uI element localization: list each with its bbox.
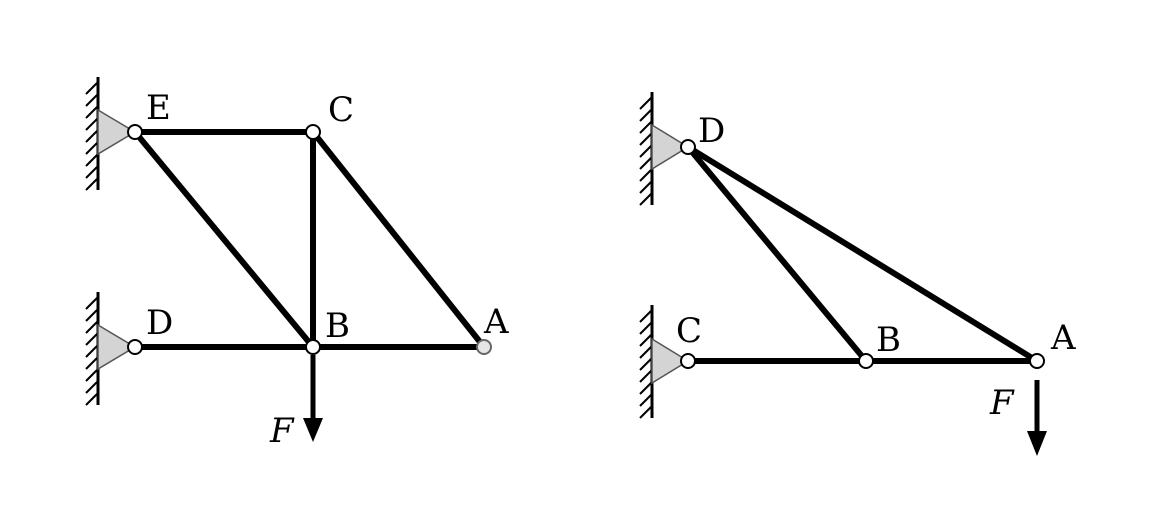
truss-left: E C D B A F [85, 77, 509, 451]
joint-d-right [680, 139, 696, 155]
load-arrow-right [1027, 380, 1047, 456]
label-b: B [325, 306, 350, 346]
wall-support-e [85, 77, 137, 191]
label-f-right: F [989, 383, 1015, 423]
joint-e [127, 124, 143, 140]
joint-a-right [1029, 353, 1045, 369]
joint-b-right [858, 353, 874, 369]
wall-support-d [85, 292, 137, 406]
label-e: E [146, 88, 171, 128]
label-c-right: C [676, 311, 702, 351]
member-d-b-right [685, 144, 869, 364]
member-d-a-right [685, 144, 1040, 364]
label-a-right: A [1050, 318, 1076, 358]
label-d: D [146, 303, 173, 343]
label-f-left: F [269, 411, 295, 451]
joint-d [127, 339, 143, 355]
joint-c [305, 124, 321, 140]
joint-a [476, 339, 492, 355]
wall-support-d-right [639, 92, 690, 206]
joint-b [305, 339, 321, 355]
label-a: A [483, 302, 509, 342]
label-c: C [328, 90, 354, 130]
wall-support-c-right [639, 305, 690, 419]
member-e-b [132, 129, 316, 350]
member-c-a [310, 129, 487, 350]
label-d-right: D [698, 111, 725, 151]
joint-c-right [680, 353, 696, 369]
label-b-right: B [876, 320, 901, 360]
load-arrow-left [303, 355, 323, 442]
truss-right: D C B A F [639, 92, 1076, 456]
